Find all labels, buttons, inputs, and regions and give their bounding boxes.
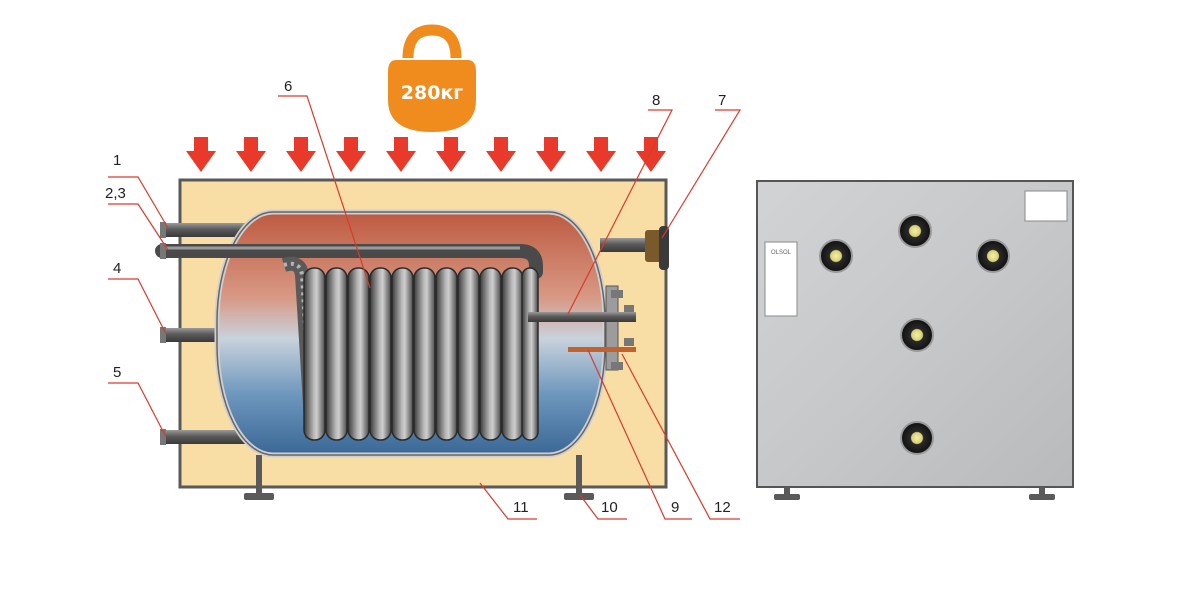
leader-23 xyxy=(108,203,169,251)
thermostat-fitting xyxy=(600,226,669,270)
load-arrow xyxy=(636,137,666,172)
leader-1 xyxy=(108,176,169,229)
callout-8: 8 xyxy=(652,92,660,109)
front-top-label xyxy=(1024,190,1068,222)
front-port xyxy=(976,239,1010,273)
nameplate-text: OLSOL xyxy=(771,250,792,256)
callout-leader-lines xyxy=(108,95,742,520)
leader-12 xyxy=(621,353,740,520)
load-arrow xyxy=(186,137,216,172)
front-port xyxy=(900,421,934,455)
load-arrow xyxy=(336,137,366,172)
front-port xyxy=(898,214,932,248)
front-port xyxy=(900,318,934,352)
load-arrow xyxy=(386,137,416,172)
coil-inlet-pipe xyxy=(155,244,543,279)
leader-11 xyxy=(479,482,537,520)
load-arrow xyxy=(286,137,316,172)
leader-4 xyxy=(108,278,167,335)
callout-5: 5 xyxy=(113,364,121,381)
flange-assembly xyxy=(528,285,636,371)
tank-legs xyxy=(244,455,594,500)
front-view-unit: OLSOL xyxy=(756,180,1074,500)
leader-5 xyxy=(108,382,167,438)
load-arrow xyxy=(536,137,566,172)
front-nameplate xyxy=(764,241,798,317)
leader-9 xyxy=(587,349,692,520)
callout-labels: 1 2,3 4 5 6 8 7 11 10 9 12 xyxy=(105,78,731,516)
anode-rod xyxy=(568,347,636,352)
load-arrow xyxy=(586,137,616,172)
weight-icon: 280кг xyxy=(388,24,476,132)
leader-10 xyxy=(579,494,627,520)
heat-exchanger-coil xyxy=(281,256,539,441)
load-arrow xyxy=(236,137,266,172)
front-feet xyxy=(774,487,1055,500)
callout-10: 10 xyxy=(601,499,618,516)
leader-6 xyxy=(278,95,371,289)
callout-12: 12 xyxy=(714,499,731,516)
load-arrow xyxy=(486,137,516,172)
weight-label: 280кг xyxy=(401,82,464,104)
leader-8 xyxy=(567,109,673,315)
pipe-5 xyxy=(162,430,257,444)
callout-6: 6 xyxy=(284,78,292,95)
load-arrow xyxy=(436,137,466,172)
callout-4: 4 xyxy=(113,260,121,277)
front-ports xyxy=(819,214,1010,455)
leader-7 xyxy=(661,109,742,239)
front-port xyxy=(819,239,853,273)
callout-1: 1 xyxy=(113,152,121,169)
callout-11: 11 xyxy=(513,499,529,516)
callout-9: 9 xyxy=(671,499,679,516)
load-arrows xyxy=(186,137,666,172)
sensor-rod xyxy=(528,312,636,322)
callout-7: 7 xyxy=(718,92,726,109)
callout-2-3: 2,3 xyxy=(105,185,126,202)
